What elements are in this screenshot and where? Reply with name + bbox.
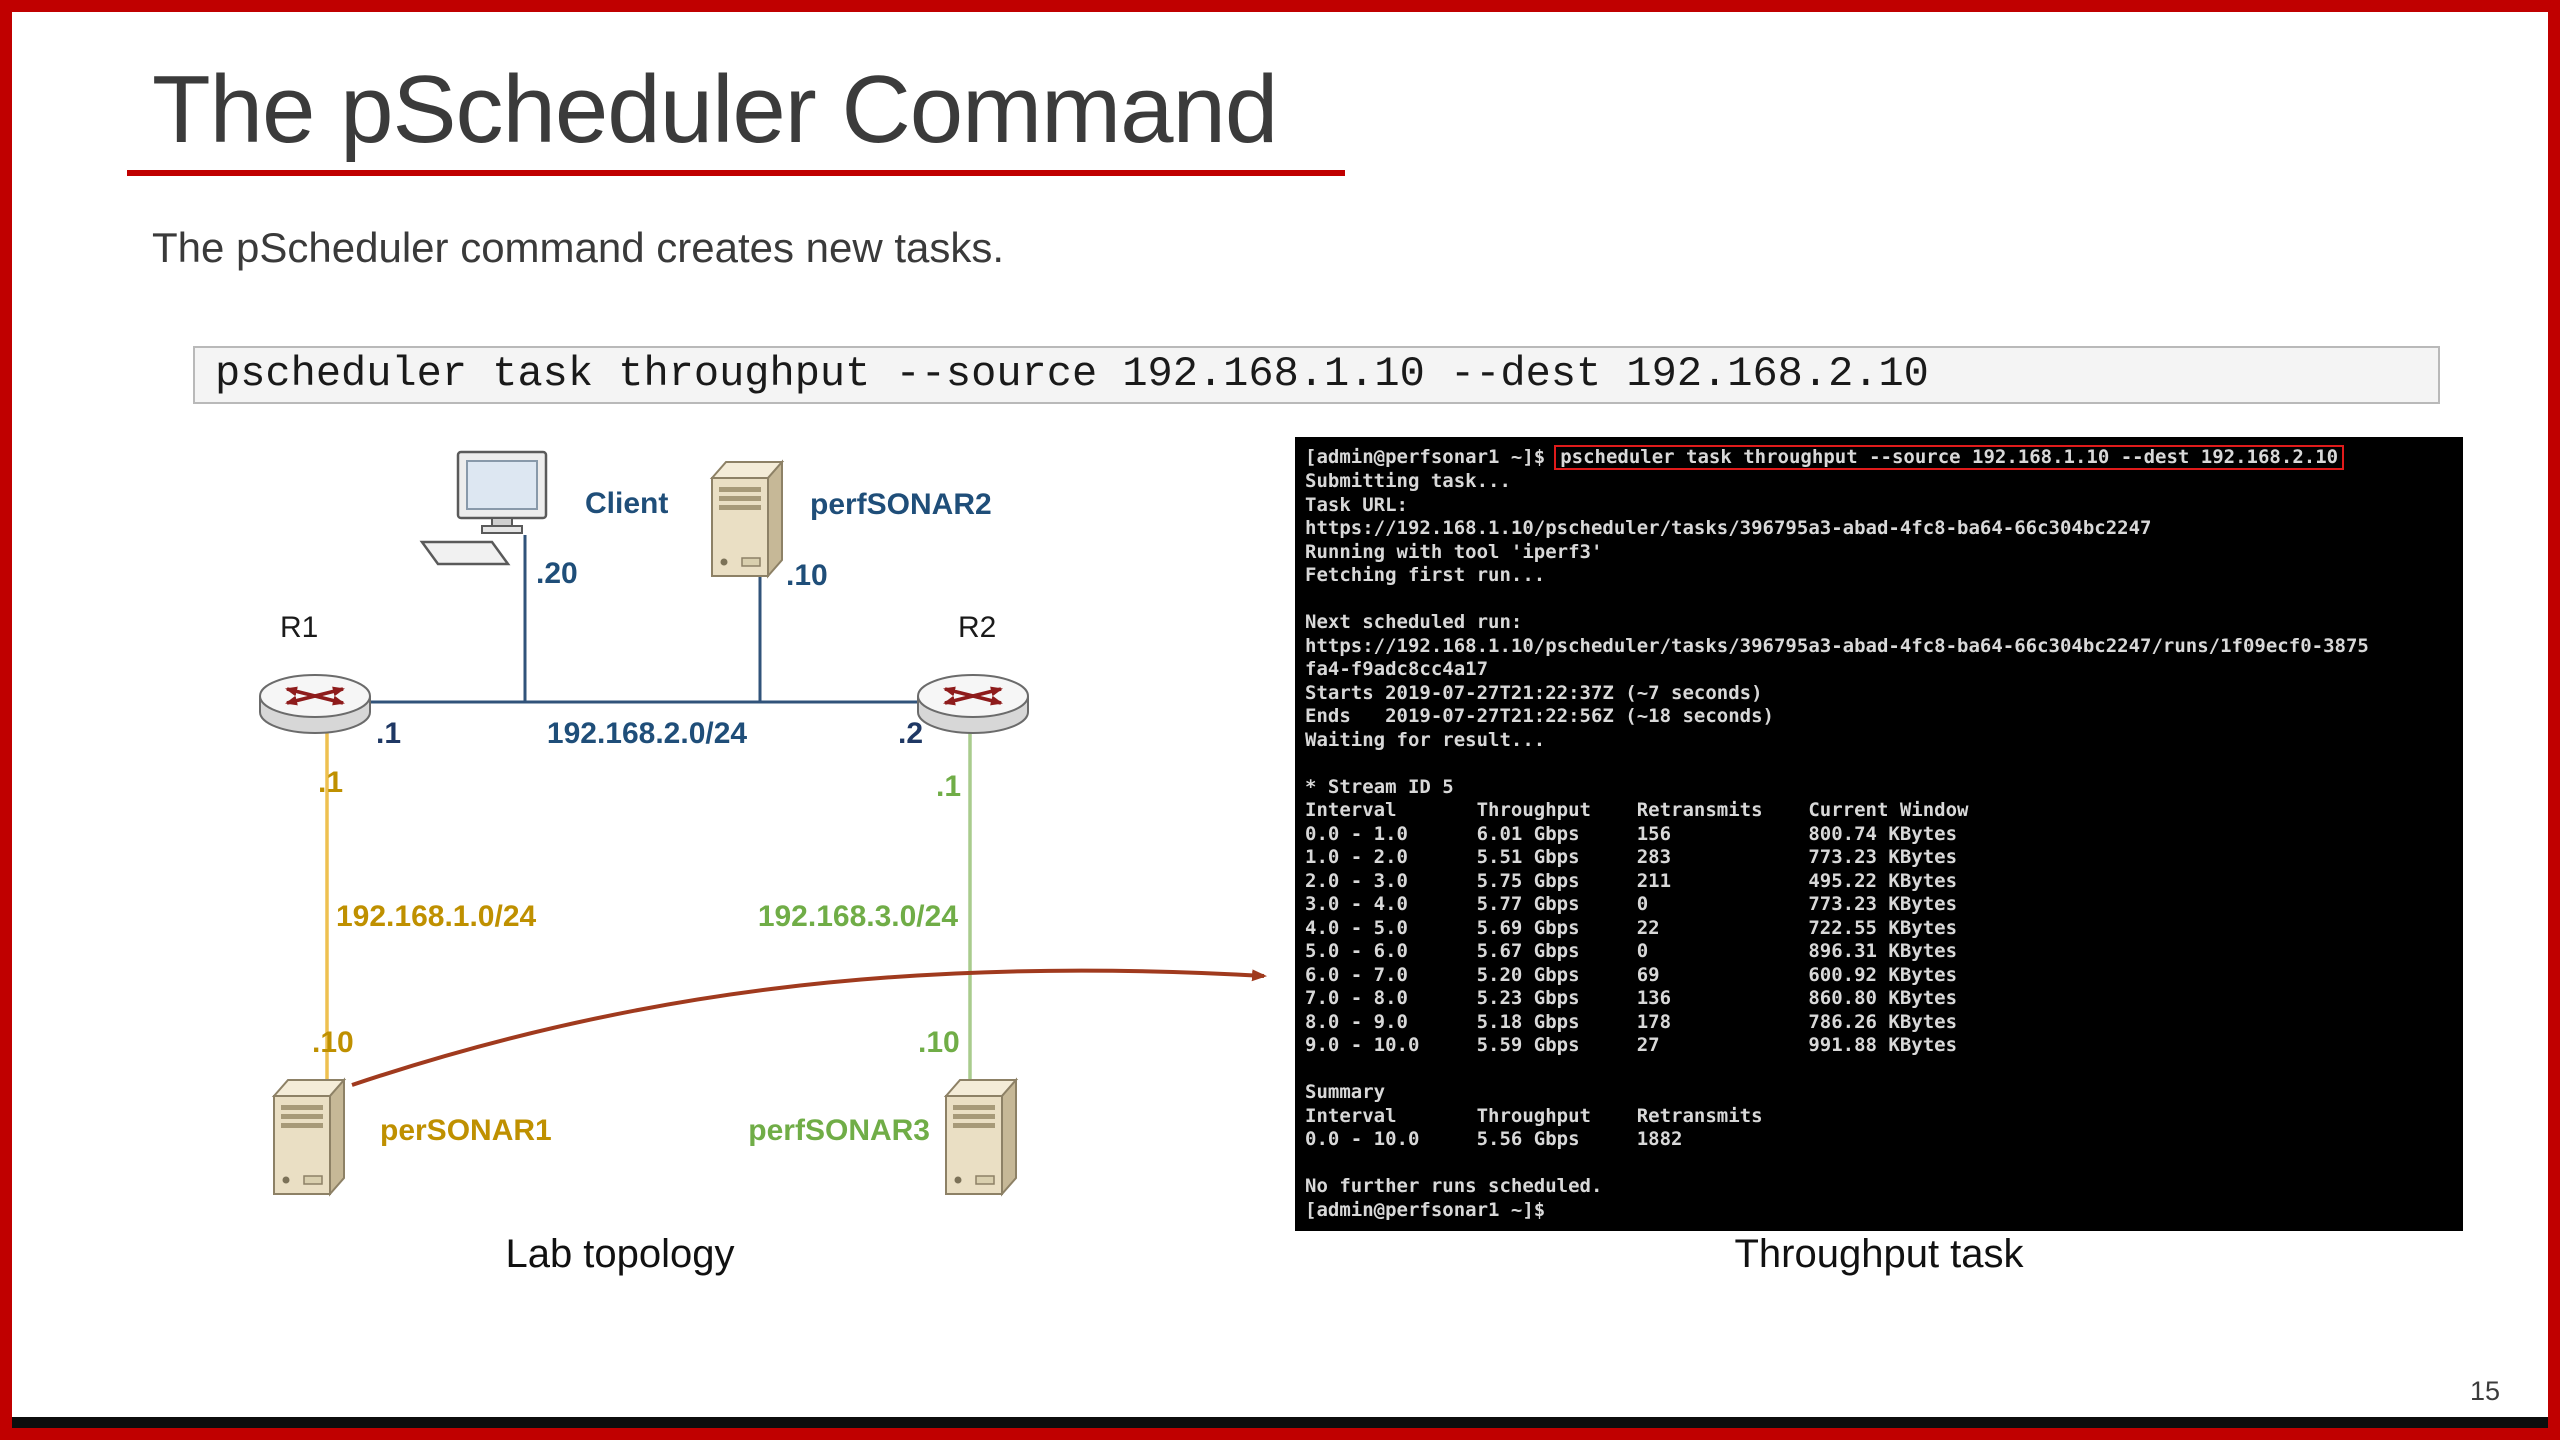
r1-label: R1 [280,611,318,644]
perfsonar3-label: perfSONAR3 [748,1114,930,1147]
lab-topology-diagram: Client .20 perfSONAR2 .10 R1 R2 .1 .2 .1… [230,450,1240,1195]
page-title: The pScheduler Command [152,56,1278,163]
r1-net1-iface-label: .1 [318,766,343,799]
router-icon-r1 [260,675,370,733]
page-number: 15 [2469,1376,2500,1406]
router-icon-r2 [918,675,1028,733]
net3-network-label: 192.168.3.0/24 [758,900,959,933]
personar1-ip-label: .10 [312,1026,354,1059]
r2-net3-iface-label: .1 [936,770,961,803]
perfsonar2-label: perfSONAR2 [810,488,992,521]
perfsonar3-ip-label: .10 [918,1026,960,1059]
title-underline [127,170,1345,176]
client-computer-icon [419,450,548,566]
command-text: pscheduler task throughput --source 192.… [215,350,1929,398]
client-label: Client [585,487,668,520]
client-ip-label: .20 [536,557,578,590]
terminal-window: [admin@perfsonar1 ~]$ pscheduler task thr… [1295,437,2463,1231]
caption-throughput-task: Throughput task [1734,1232,2024,1276]
bottom-accent-bar [12,1417,2548,1428]
server-icon-perfsonar2 [711,461,783,577]
terminal-first-line: [admin@perfsonar1 ~]$ pscheduler task thr… [1305,445,2453,470]
terminal-command-highlight: pscheduler task throughput --source 192.… [1554,445,2345,470]
slide-subtitle: The pScheduler command creates new tasks… [152,224,1005,271]
caption-lab-topology: Lab topology [505,1232,735,1276]
server-icon-personar1 [273,1079,345,1195]
server-icon-perfsonar3 [945,1079,1017,1195]
perfsonar2-ip-label: .10 [786,559,828,592]
terminal-prompt: [admin@perfsonar1 ~]$ [1305,446,1546,468]
r2-label: R2 [958,611,996,644]
net1-network-label: 192.168.1.0/24 [336,900,537,933]
lan-network-label: 192.168.2.0/24 [547,717,748,750]
command-box: pscheduler task throughput --source 192.… [193,346,2440,404]
personar1-label: perSONAR1 [380,1114,552,1147]
terminal-output: Submitting task... Task URL: https://192… [1305,470,2369,1221]
r1-lan-iface-label: .1 [376,717,401,750]
r2-lan-iface-label: .2 [898,717,923,750]
